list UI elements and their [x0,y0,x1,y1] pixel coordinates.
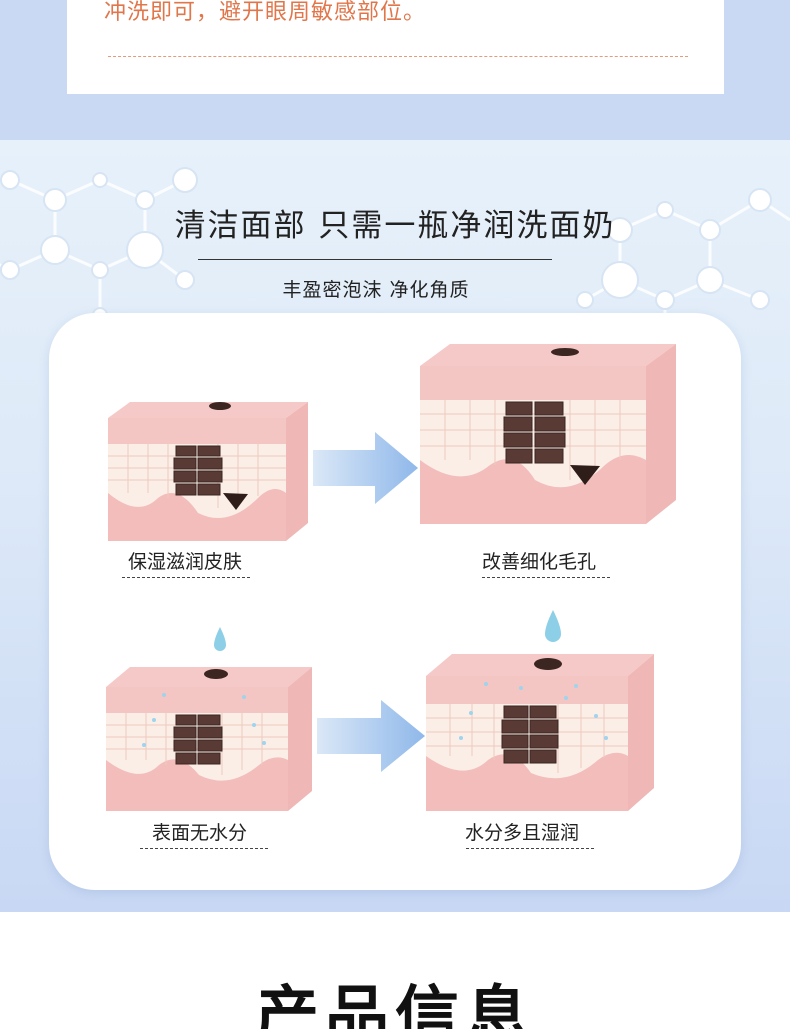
caption-hydrated: 水分多且湿润 [465,822,580,844]
skin-illustration-moisturize [108,402,308,541]
headline-divider [198,259,552,260]
caption-divider [140,848,268,849]
instruction-card [67,0,724,94]
skin-illustration-hydrated [426,610,654,811]
molecule-pattern [0,167,790,348]
caption-divider [466,848,594,849]
arrow-right-icon [313,432,418,504]
skin-illustration-pores [420,344,676,524]
skin-illustration-dry [106,627,312,811]
caption-dry: 表面无水分 [152,822,248,844]
section-headline: 清洁面部 只需一瓶净润洗面奶 [174,208,616,244]
caption-divider [122,577,250,578]
instruction-divider [108,56,688,57]
arrow-right-icon [317,700,425,772]
caption-pores: 改善细化毛孔 [482,551,597,573]
section-subline: 丰盈密泡沫 净化角质 [282,279,470,301]
caption-moisturize: 保湿滋润皮肤 [128,551,243,573]
product-info-title: 产品信息 [255,980,535,1029]
instruction-text: 冲洗即可，避开眼周敏感部位。 [104,0,427,25]
caption-divider [482,577,610,578]
